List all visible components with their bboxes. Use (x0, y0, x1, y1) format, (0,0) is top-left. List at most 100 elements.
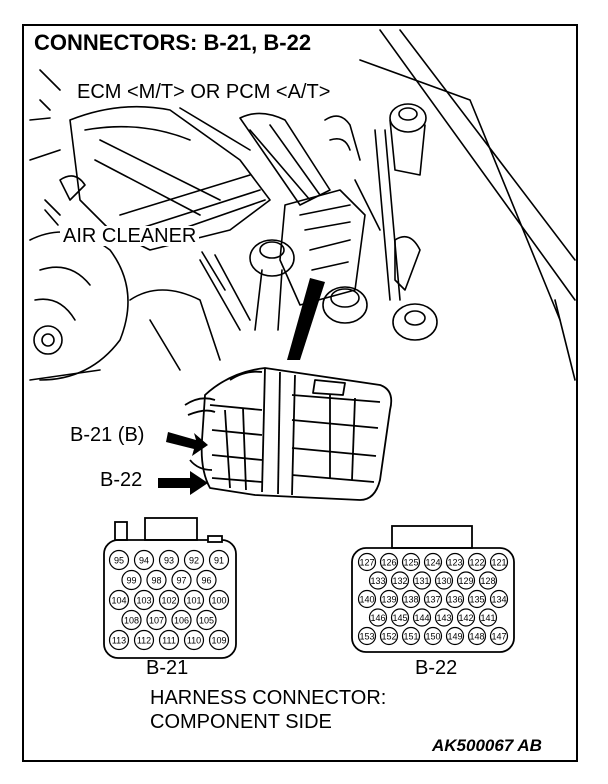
b22-pin-label: 137 (425, 595, 440, 605)
b21-pin-104 (108, 589, 130, 611)
figure-code: AK500067 AB (432, 736, 542, 755)
b22-pin-136 (445, 589, 465, 609)
b21-pin-101 (183, 589, 205, 611)
b21-pin-97 (171, 569, 192, 591)
b22-pin-label: 138 (403, 595, 418, 605)
b22-pin-132 (390, 571, 410, 590)
diagram-border (22, 24, 578, 762)
b21-pin-94 (133, 549, 155, 571)
b22-pin-121 (489, 552, 509, 572)
b22-pin-label: 131 (414, 576, 429, 586)
b22-pin-124 (423, 552, 443, 572)
b22-pin-146 (368, 608, 388, 627)
b22-pin-141 (478, 608, 498, 627)
b22-pin-148 (467, 626, 487, 646)
b22-pin-147 (489, 626, 509, 646)
b21-connector-label: B-21 (146, 657, 189, 679)
b22-pin-139 (379, 589, 399, 609)
b22-pin-150 (423, 626, 443, 646)
air-cleaner-callout: AIR CLEANER (60, 226, 200, 246)
b22-pin-label: 133 (370, 576, 385, 586)
b22-pin-label: 123 (447, 558, 462, 568)
caption-line-2: COMPONENT SIDE (150, 711, 332, 733)
b21-pin-label: 95 (114, 556, 124, 566)
b22-pin-label: 139 (381, 595, 396, 605)
b21-pin-label: 113 (112, 636, 126, 646)
b22-pin-label: 125 (403, 558, 418, 568)
b22-pin-label: 149 (447, 632, 462, 642)
b22-pin-label: 151 (403, 632, 418, 642)
b22-pin-128 (478, 571, 498, 590)
b22-pin-label: 126 (381, 558, 396, 568)
b22-pin-152 (379, 626, 399, 646)
b22-pin-134 (489, 589, 509, 609)
b21-pin-96 (196, 569, 217, 591)
b22-pin-label: 136 (447, 595, 462, 605)
b22-pin-label: 121 (491, 558, 506, 568)
b21-pin-98 (146, 569, 167, 591)
b21-pin-95 (108, 549, 130, 571)
b21-pin-label: 104 (111, 596, 126, 606)
b21-pin-label: 94 (139, 556, 149, 566)
b22-pin-145 (390, 608, 410, 627)
b21-pin-label: 103 (136, 596, 151, 606)
b22-pin-130 (434, 571, 454, 590)
b22-pin-131 (412, 571, 432, 590)
b22-arrow-callout: B-22 (100, 469, 143, 491)
b21-pin-label: 108 (124, 616, 139, 626)
b22-pin-127 (357, 552, 377, 572)
b22-pin-151 (401, 626, 421, 646)
b22-pin-125 (401, 552, 421, 572)
b22-pin-label: 127 (359, 558, 374, 568)
b22-pin-label: 146 (370, 613, 385, 623)
b21-pin-99 (121, 569, 142, 591)
b22-pin-123 (445, 552, 465, 572)
b21-pin-label: 109 (211, 636, 226, 646)
b22-pin-label: 134 (491, 595, 506, 605)
b22-pin-label: 124 (425, 558, 440, 568)
diagram-title: CONNECTORS: B-21, B-22 (34, 30, 312, 55)
b21-pin-110 (183, 629, 205, 651)
b22-pin-label: 132 (392, 576, 407, 586)
b21-pin-111 (158, 629, 180, 651)
b21-pin-91 (208, 549, 230, 571)
b22-pin-149 (445, 626, 465, 646)
b22-pin-label: 129 (458, 576, 473, 586)
b22-pin-137 (423, 589, 443, 609)
b22-pin-133 (368, 571, 388, 590)
b22-pin-label: 122 (469, 558, 484, 568)
b22-pin-138 (401, 589, 421, 609)
b21-pin-102 (158, 589, 180, 611)
b22-pin-label: 148 (469, 632, 484, 642)
b21-pin-label: 102 (161, 596, 176, 606)
b21-pin-106 (171, 609, 192, 631)
b22-pin-label: 142 (458, 613, 473, 623)
b22-pin-143 (434, 608, 454, 627)
b21-pin-label: 100 (211, 596, 226, 606)
b22-pin-label: 145 (392, 613, 407, 623)
b21-pin-label: 91 (214, 556, 224, 566)
b22-connector-label: B-22 (415, 657, 458, 679)
b21-pin-label: 93 (164, 556, 174, 566)
b21-pin-103 (133, 589, 155, 611)
b21-pin-label: 107 (149, 616, 164, 626)
b22-pin-label: 152 (381, 632, 396, 642)
caption-line-1: HARNESS CONNECTOR: (150, 687, 387, 709)
b22-pin-label: 141 (480, 613, 495, 623)
b22-pin-144 (412, 608, 432, 627)
b22-pin-135 (467, 589, 487, 609)
b21-pin-112 (133, 629, 155, 651)
b21-pin-label: 106 (174, 616, 189, 626)
b22-pin-label: 153 (359, 632, 374, 642)
b21-pin-109 (208, 629, 230, 651)
b22-pin-label: 130 (436, 576, 451, 586)
b21-pin-92 (183, 549, 205, 571)
b22-pin-129 (456, 571, 476, 590)
b22-pin-label: 147 (491, 632, 506, 642)
b22-pin-label: 150 (425, 632, 440, 642)
b22-pin-140 (357, 589, 377, 609)
b22-pin-label: 144 (414, 613, 429, 623)
